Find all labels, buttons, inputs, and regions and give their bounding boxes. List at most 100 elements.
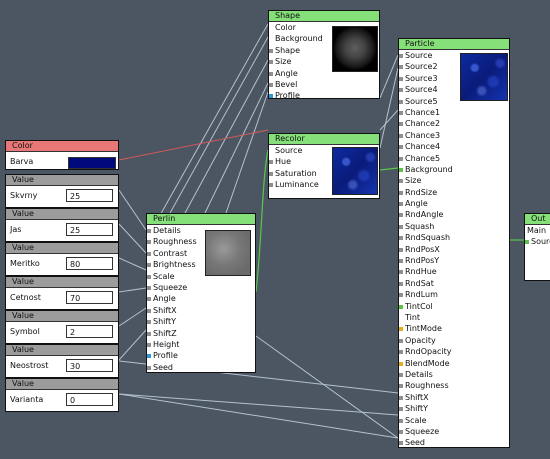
- port-input[interactable]: Source: [275, 146, 303, 155]
- port-input[interactable]: Source: [525, 236, 550, 247]
- port-input[interactable]: Color: [275, 23, 296, 32]
- port-label: RndSize: [405, 187, 438, 197]
- port-input[interactable]: RndHue: [399, 266, 509, 277]
- port-input[interactable]: Background: [275, 34, 323, 44]
- value-node-title[interactable]: Value: [6, 243, 118, 254]
- port-input[interactable]: Angle: [269, 68, 379, 79]
- out-node[interactable]: Out Main Source: [524, 213, 550, 281]
- port-input[interactable]: Bevel: [269, 79, 379, 90]
- value-node[interactable]: Value Jas 25: [5, 208, 119, 242]
- port-input[interactable]: Details: [147, 225, 255, 236]
- port-input[interactable]: ShiftZ: [147, 328, 255, 339]
- port-input[interactable]: RndAngle: [399, 209, 509, 220]
- port-input[interactable]: Chance1: [399, 107, 509, 118]
- port-input[interactable]: ShiftX: [147, 305, 255, 316]
- port-input[interactable]: Shape: [269, 45, 379, 56]
- port-input[interactable]: Seed: [399, 437, 509, 448]
- port-input[interactable]: Size: [269, 56, 379, 67]
- value-node[interactable]: Value Varianta 0: [5, 378, 119, 412]
- port-input[interactable]: Luminance: [269, 179, 379, 190]
- wire: [118, 287, 147, 293]
- port-input[interactable]: Brightness: [147, 259, 255, 270]
- port-input[interactable]: Scale: [147, 271, 255, 282]
- port-label: Size: [405, 176, 422, 186]
- port-input[interactable]: Source5: [399, 96, 509, 107]
- port-input[interactable]: Scale: [399, 415, 509, 426]
- port-input[interactable]: Source3: [399, 73, 509, 84]
- value-input[interactable]: 25: [66, 223, 113, 236]
- value-node[interactable]: Value Symbol 2: [5, 310, 119, 344]
- port-input[interactable]: Angle: [147, 293, 255, 304]
- port-input[interactable]: Chance3: [399, 130, 509, 141]
- particle-node-title[interactable]: Particle: [399, 39, 509, 50]
- recolor-node[interactable]: Recolor Source Hue Saturation Luminance: [268, 133, 380, 199]
- perlin-node-title[interactable]: Perlin: [147, 214, 255, 225]
- value-node-title[interactable]: Value: [6, 311, 118, 322]
- port-input[interactable]: Roughness: [399, 380, 509, 391]
- shape-node-title[interactable]: Shape: [269, 11, 379, 22]
- port-input[interactable]: RndPosX: [399, 244, 509, 255]
- port-input[interactable]: Source: [399, 50, 509, 61]
- port-input[interactable]: Opacity: [399, 335, 509, 346]
- port-input[interactable]: Profile: [269, 90, 379, 101]
- port-input[interactable]: RndPosY: [399, 255, 509, 266]
- port-input[interactable]: Main: [527, 226, 547, 235]
- port-input[interactable]: Details: [399, 369, 509, 380]
- port-input[interactable]: TintMode: [399, 323, 509, 334]
- port-input[interactable]: Squash: [399, 221, 509, 232]
- value-input[interactable]: 80: [66, 257, 113, 270]
- port-input[interactable]: ShiftX: [399, 392, 509, 403]
- value-input[interactable]: 2: [66, 325, 113, 338]
- perlin-node[interactable]: Perlin Details Roughness Contrast Bright…: [146, 213, 256, 373]
- value-node-title[interactable]: Value: [6, 175, 118, 186]
- port-input[interactable]: Profile: [147, 350, 255, 361]
- value-node[interactable]: Value Cetnost 70: [5, 276, 119, 310]
- color-swatch[interactable]: [68, 157, 116, 169]
- port-dot: [399, 224, 403, 229]
- color-node[interactable]: Color Barva: [5, 140, 119, 170]
- port-input[interactable]: Hue: [269, 156, 379, 167]
- port-input[interactable]: RndOpacity: [399, 346, 509, 357]
- port-label: Source: [405, 51, 433, 60]
- port-input[interactable]: RndSat: [399, 278, 509, 289]
- port-input[interactable]: Size: [399, 175, 509, 186]
- value-node-title[interactable]: Value: [6, 277, 118, 288]
- shape-node[interactable]: Shape Color Background Shape Size Angle …: [268, 10, 380, 101]
- port-input[interactable]: Angle: [399, 198, 509, 209]
- recolor-node-title[interactable]: Recolor: [269, 134, 379, 145]
- out-node-title[interactable]: Out: [525, 214, 550, 225]
- port-input[interactable]: ShiftY: [147, 316, 255, 327]
- port-input[interactable]: Contrast: [147, 248, 255, 259]
- value-node-title[interactable]: Value: [6, 209, 118, 220]
- value-input[interactable]: 30: [66, 359, 113, 372]
- port-input[interactable]: Seed: [147, 362, 255, 373]
- port-input[interactable]: Background: [399, 164, 509, 175]
- port-input[interactable]: ShiftY: [399, 403, 509, 414]
- port-input[interactable]: Source4: [399, 84, 509, 95]
- port-input[interactable]: Tint: [399, 312, 509, 323]
- port-input[interactable]: Squeeze: [147, 282, 255, 293]
- value-input[interactable]: 0: [66, 393, 113, 406]
- value-node[interactable]: Value Skvrny 25: [5, 174, 119, 208]
- port-input[interactable]: Source2: [399, 61, 509, 72]
- port-input[interactable]: RndLum: [399, 289, 509, 300]
- port-input[interactable]: RndSquash: [399, 232, 509, 243]
- port-input[interactable]: Roughness: [147, 236, 255, 247]
- value-input[interactable]: 70: [66, 291, 113, 304]
- value-node[interactable]: Value Neostrost 30: [5, 344, 119, 378]
- port-input[interactable]: RndSize: [399, 187, 509, 198]
- port-input[interactable]: Chance2: [399, 118, 509, 129]
- port-input[interactable]: Squeeze: [399, 426, 509, 437]
- value-node[interactable]: Value Meritko 80: [5, 242, 119, 276]
- port-input[interactable]: TintCol: [399, 301, 509, 312]
- port-input[interactable]: BlendMode: [399, 358, 509, 369]
- value-node-title[interactable]: Value: [6, 379, 118, 390]
- value-node-title[interactable]: Value: [6, 345, 118, 356]
- port-input[interactable]: Chance4: [399, 141, 509, 152]
- color-node-title[interactable]: Color: [6, 141, 118, 152]
- port-input[interactable]: Chance5: [399, 153, 509, 164]
- port-input[interactable]: Height: [147, 339, 255, 350]
- value-input[interactable]: 25: [66, 189, 113, 202]
- port-input[interactable]: Saturation: [269, 168, 379, 179]
